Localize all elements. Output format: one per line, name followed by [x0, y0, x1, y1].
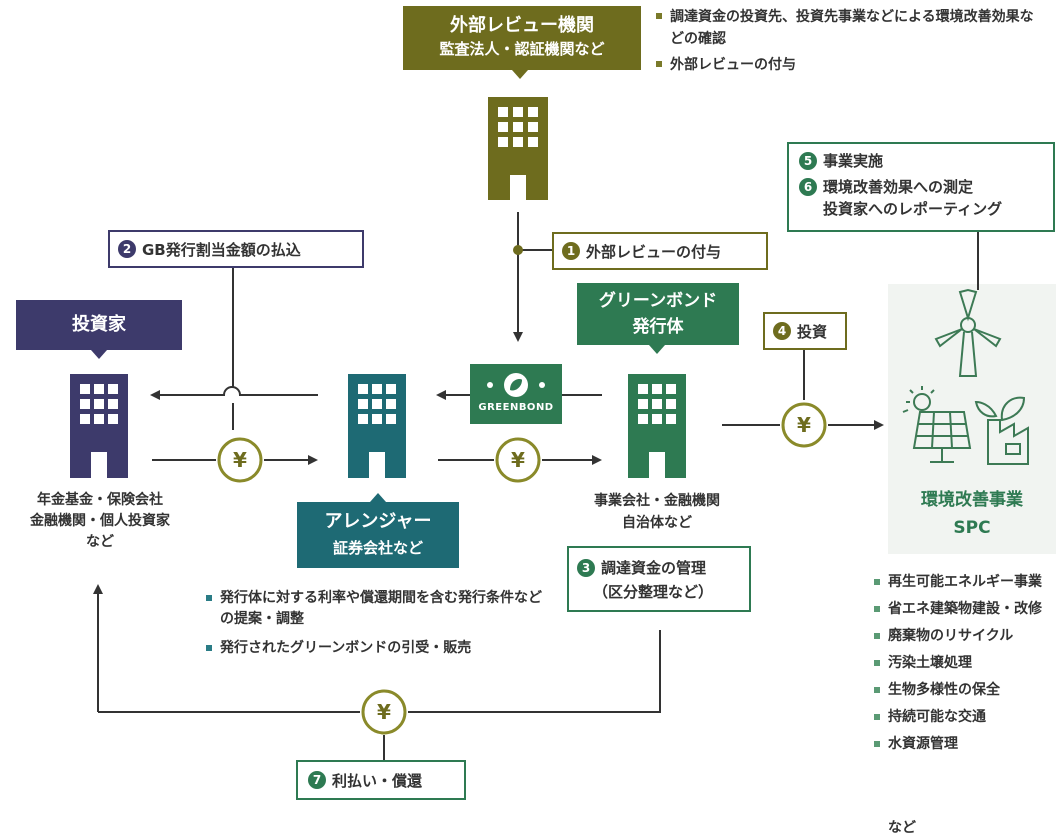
- external-review-bullet: 調達資金の投資先、投資先事業などによる環境改善効果などの確認: [656, 6, 1036, 50]
- external-review-header: 外部レビュー機関 監査法人・認証機関など: [403, 6, 641, 70]
- spc-project-item: 再生可能エネルギー事業: [874, 572, 1050, 593]
- arranger-pointer: [370, 493, 386, 502]
- step3-row: 3 調達資金の管理: [577, 556, 741, 580]
- yen-coin-4: [361, 689, 407, 735]
- greenbond-label: GREENBOND: [478, 402, 554, 413]
- arranger-subtitle: 証券会社など: [332, 539, 423, 557]
- spc-footer: など: [888, 820, 916, 836]
- spc-project-item: 持続可能な交通: [874, 707, 1050, 728]
- step5-6-label: 5 事業実施 6 環境改善効果への測定 投資家へのレポーティング: [787, 142, 1055, 232]
- arranger-header: アレンジャー 証券会社など: [297, 502, 459, 568]
- arranger-bullet: 発行されたグリーンボンドの引受・販売: [206, 638, 546, 659]
- external-review-subtitle: 監査法人・認証機関など: [439, 40, 605, 58]
- arranger-building: [348, 374, 406, 478]
- investor-caption-line: 年金基金・保険会社: [37, 492, 163, 508]
- step6-text-1: 環境改善効果への測定: [823, 178, 974, 196]
- step4-label: 4 投資: [763, 312, 847, 350]
- investor-caption: 年金基金・保険会社 金融機関・個人投資家 など: [0, 490, 200, 553]
- yen-coin-3: [781, 402, 827, 448]
- step5-row: 5 事業実施: [799, 150, 1043, 172]
- step6-number: 6: [799, 178, 817, 196]
- spc-title-1: 環境改善事業: [921, 490, 1023, 510]
- yen-symbol: ¥: [377, 700, 391, 724]
- step7-number: 7: [308, 771, 326, 789]
- issuer-header: グリーンボンド 発行体: [577, 283, 739, 345]
- investor-caption-line: 金融機関・個人投資家: [30, 513, 170, 529]
- step3-label: 3 調達資金の管理 （区分整理など）: [567, 546, 751, 612]
- investor-title: 投資家: [72, 314, 126, 335]
- arranger-title: アレンジャー: [324, 511, 432, 532]
- step5-text: 事業実施: [823, 152, 884, 170]
- step1-dot: [513, 245, 523, 255]
- step6-text-2: 投資家へのレポーティング: [823, 200, 1003, 218]
- yen-symbol: ¥: [511, 448, 525, 472]
- step1-number: 1: [562, 242, 580, 260]
- external-review-building: [488, 97, 548, 200]
- external-review-bullets: 調達資金の投資先、投資先事業などによる環境改善効果などの確認 外部レビューの付与: [656, 6, 1036, 76]
- spc-project-item: 水資源管理: [874, 734, 1050, 755]
- spc-title: 環境改善事業 SPC: [888, 486, 1056, 542]
- issuer-caption-line: 事業会社・金融機関: [594, 493, 720, 509]
- spc-project-item: 廃棄物のリサイクル: [874, 626, 1050, 647]
- step5-number: 5: [799, 152, 817, 170]
- issuer-caption-line: 自治体など: [622, 515, 692, 531]
- spc-panel: [888, 284, 1056, 554]
- step3-text-1: 調達資金の管理: [601, 559, 707, 577]
- issuer-building: [628, 374, 686, 478]
- factory-leaf-icon: [974, 396, 1029, 465]
- step7-text: 利払い・償還: [332, 771, 423, 790]
- investor-pointer: [91, 350, 107, 359]
- step4-text: 投資: [797, 322, 828, 341]
- step6-row: 6 環境改善効果への測定: [799, 176, 1043, 198]
- step1-label: 1 外部レビューの付与: [552, 232, 768, 270]
- investor-caption-line: など: [86, 534, 114, 550]
- investor-building: [70, 374, 128, 478]
- solar-panel-icon: [902, 386, 972, 463]
- external-review-bullet: 外部レビューの付与: [656, 54, 1036, 76]
- step3-number: 3: [577, 559, 595, 577]
- step3-text-2: （区分整理など）: [593, 583, 714, 601]
- yen-coin-2: [495, 437, 541, 483]
- issuer-caption: 事業会社・金融機関 自治体など: [562, 490, 752, 534]
- issuer-pointer: [649, 345, 665, 354]
- spc-project-item: 省エネ建築物建設・改修: [874, 599, 1050, 620]
- yen-symbol: ¥: [233, 448, 247, 472]
- yen-symbol: ¥: [797, 413, 811, 437]
- wind-turbine-icon: [934, 288, 1002, 377]
- spc-project-list: 再生可能エネルギー事業 省エネ建築物建設・改修 廃棄物のリサイクル 汚染土壌処理…: [874, 572, 1050, 755]
- step2-text: GB発行割当金額の払込: [142, 240, 301, 259]
- step2-number: 2: [118, 240, 136, 258]
- arranger-bullet: 発行体に対する利率や償還期間を含む発行条件などの提案・調整: [206, 588, 546, 630]
- step1-text: 外部レビューの付与: [586, 242, 722, 261]
- step7-label: 7 利払い・償還: [296, 760, 466, 800]
- external-review-title: 外部レビュー機関: [450, 15, 594, 36]
- greenbond-certificate: [470, 364, 562, 424]
- spc-project-item: 汚染土壌処理: [874, 653, 1050, 674]
- issuer-title-1: グリーンボンド: [598, 291, 718, 311]
- external-review-pointer: [512, 70, 528, 79]
- step4-number: 4: [773, 322, 791, 340]
- yen-coin-1: [217, 437, 263, 483]
- spc-title-2: SPC: [953, 518, 991, 538]
- issuer-title-2: 発行体: [632, 317, 684, 337]
- step2-label: 2 GB発行割当金額の払込: [108, 230, 364, 268]
- investor-header: 投資家: [16, 300, 182, 350]
- arranger-bullets: 発行体に対する利率や償還期間を含む発行条件などの提案・調整 発行されたグリーンボ…: [206, 588, 546, 659]
- spc-project-item: 生物多様性の保全: [874, 680, 1050, 701]
